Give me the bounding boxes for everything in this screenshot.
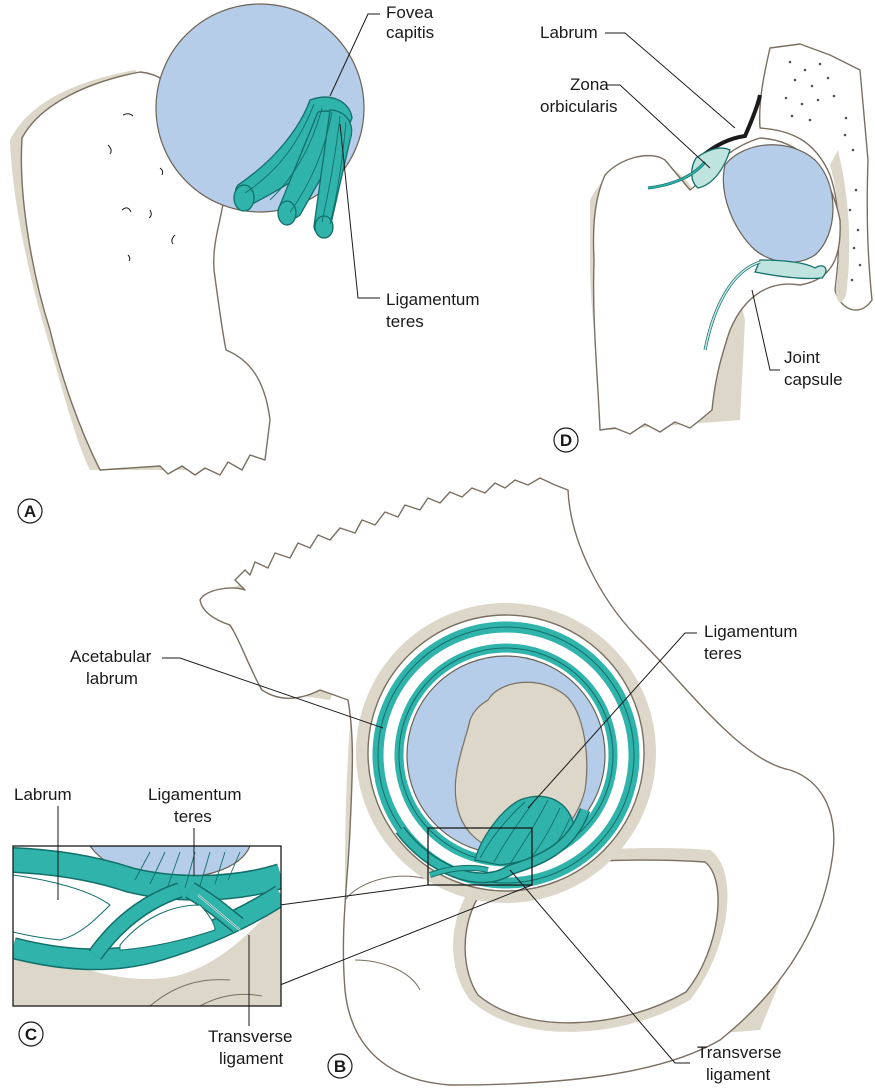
panel-a-femur: Fovea capitis Ligamentum teres A (10, 3, 480, 523)
label-acetabular-labrum-2: labrum (86, 669, 138, 688)
panel-b-letter: B (334, 1057, 346, 1076)
leader-zona-orbicularis (605, 85, 710, 168)
label-fovea-capitis-1: Fovea (386, 3, 434, 22)
label-fovea-capitis-2: capitis (386, 23, 434, 42)
label-ligamentum-teres-c-2: teres (174, 807, 212, 826)
label-transverse-ligament-c-1: Transverse (208, 1027, 292, 1046)
label-transverse-ligament-b-1: Transverse (697, 1043, 781, 1062)
label-acetabular-labrum-1: Acetabular (70, 647, 152, 666)
label-ligamentum-teres-a-1: Ligamentum (386, 290, 480, 309)
panel-a-letter: A (24, 502, 36, 521)
label-joint-capsule-1: Joint (784, 348, 820, 367)
panel-c-inset: Labrum Ligamentum teres Transverse ligam… (13, 785, 292, 1068)
leader-labrum-d (605, 33, 735, 128)
label-transverse-ligament-c-2: ligament (219, 1049, 284, 1068)
label-ligamentum-teres-b-2: teres (704, 644, 742, 663)
label-joint-capsule-2: capsule (784, 370, 843, 389)
panel-d-coronal-section: Labrum Zona orbicularis Joint capsule D (540, 23, 872, 452)
label-zona-orbicularis-2: orbicularis (540, 97, 617, 116)
label-zona-orbicularis-1: Zona (570, 75, 609, 94)
label-ligamentum-teres-a-2: teres (386, 312, 424, 331)
label-ligamentum-teres-b-1: Ligamentum (704, 622, 798, 641)
panel-d-letter: D (560, 431, 572, 450)
label-labrum-d: Labrum (540, 23, 598, 42)
label-ligamentum-teres-c-1: Ligamentum (148, 785, 242, 804)
label-labrum-c: Labrum (14, 785, 72, 804)
leader-joint-capsule (752, 290, 780, 370)
panel-c-letter: C (25, 1025, 37, 1044)
label-transverse-ligament-b-2: ligament (706, 1065, 771, 1084)
